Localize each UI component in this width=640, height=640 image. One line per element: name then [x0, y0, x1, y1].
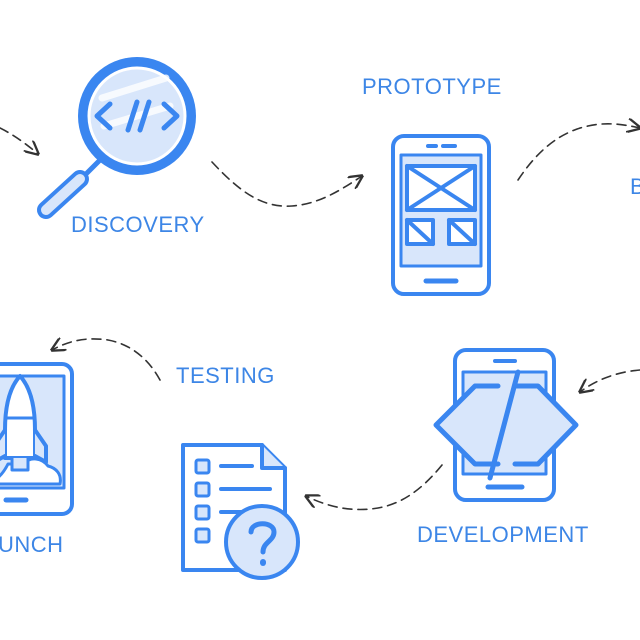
arrow-testing-to-launch — [52, 339, 161, 381]
arrow-prototype-to-b — [517, 124, 640, 181]
arrow-development-to-testing — [306, 464, 443, 511]
label-prototype: PROTOTYPE — [362, 74, 502, 99]
label-testing: TESTING — [176, 363, 275, 388]
arrow-into-discovery — [0, 127, 38, 154]
label-b: B — [630, 174, 640, 199]
phone-code-icon — [433, 348, 579, 502]
label-discovery: DISCOVERY — [71, 212, 205, 237]
arrow-into-development — [580, 369, 640, 392]
label-development: DEVELOPMENT — [417, 522, 589, 547]
tablet-rocket-icon — [0, 362, 74, 516]
magnifier-code-icon — [37, 57, 196, 219]
phone-wireframe-icon — [391, 134, 491, 296]
arrow-discovery-to-prototype — [211, 161, 362, 207]
label-launch: UNCH — [0, 532, 64, 557]
document-question-icon — [181, 443, 300, 580]
